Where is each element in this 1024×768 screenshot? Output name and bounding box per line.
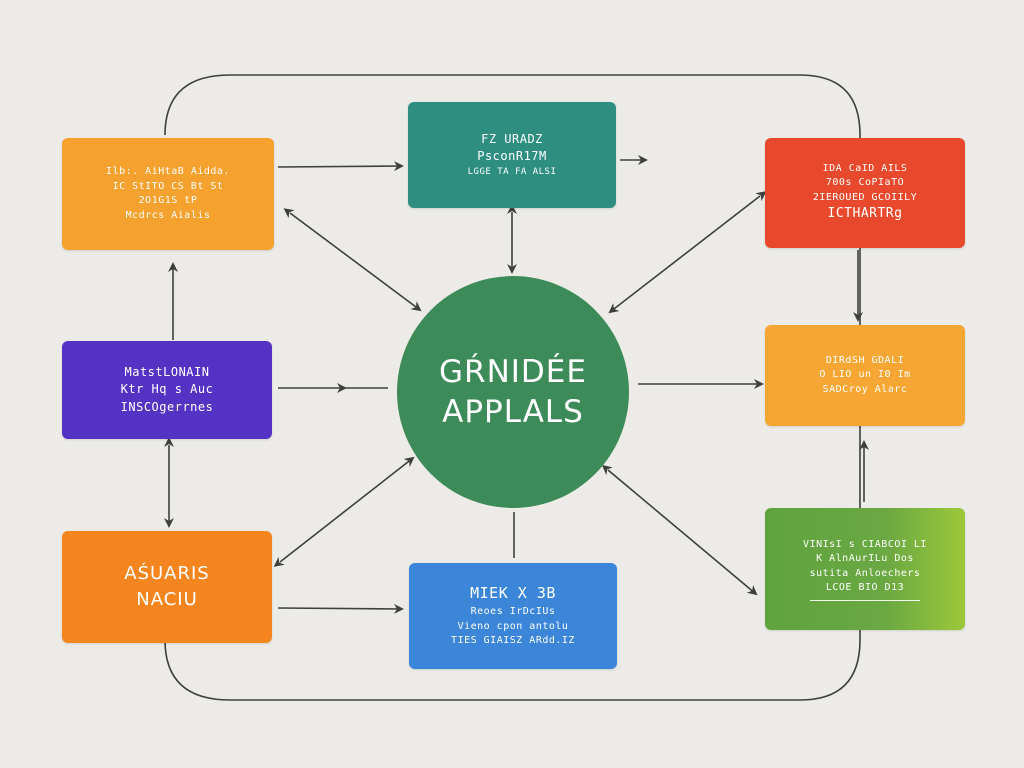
arrow-bottomleft-center [273,456,415,567]
node-line: Ktr Hq s Auc [120,382,214,397]
node-line: NACIU [136,589,198,610]
node-line: DIRdSH GDALI [825,354,905,366]
node-line: sutita Anloechers [809,567,921,579]
node-line: INSCOgerrnes [120,399,214,414]
arrow-center-bottomright [601,464,758,596]
node-top-right: IDA CaID AILS 700s CoPIaTO 2IEROUED GCOI… [765,138,965,248]
node-line: SADCroy Alarc [822,383,908,395]
node-line: LGGE TA FA ALSI [467,166,557,177]
node-line: 700s CoPIaTO [825,177,905,189]
node-bottom-left: AŚUARIS NACIU [62,531,272,643]
center-node-line: GŔNIDÉE [439,353,587,390]
node-line: Ilb:. AiHtaB Aidda. [106,166,230,177]
node-line: AŚUARIS [124,562,210,584]
node-line: O LIO un I0 Im [819,369,911,381]
node-top-center: FZ URADZ PsconR17M LGGE TA FA ALSI [408,102,616,208]
node-line: Vieno cpon antolu [457,620,569,632]
node-bottom-right: VINIsI s CIABCOI LI K AlnAurILu Dos suti… [765,508,965,630]
node-line: 2IEROUED GCOIILY [812,191,918,203]
arrow-topleft-center [283,208,422,312]
node-line: IDA CaID AILS [822,162,908,174]
node-underline [810,599,920,601]
node-line: VINIsI s CIABCOI LI [803,538,927,550]
node-line: MIEK X 3B [470,584,556,603]
node-line: 2O1G1S tP [138,195,198,206]
node-line: LCOE BIO D13 [825,582,905,593]
node-line: ICTHARTRg [827,206,903,222]
node-top-left: Ilb:. AiHtaB Aidda. IC StITO CS Bt St 2O… [62,138,274,250]
node-mid-left: MatstLONAIN Ktr Hq s Auc INSCOgerrnes [62,341,272,439]
node-line: Reoes IrDcIUs [470,606,556,618]
arrow-bottomleft-to-bottomcenter [277,603,404,614]
arrow-topleft-to-topcenter [277,161,404,172]
node-line: K AlnAurILu Dos [816,553,914,564]
node-line: MatstLONAIN [124,364,210,379]
node-line: Mcdrcs Aialis [125,209,211,221]
arrow-topright-center [608,191,767,314]
center-node-line: APPLALS [442,394,584,430]
node-line: PsconR17M [477,149,547,164]
node-line: TIES GIAISZ ARdd.IZ [451,635,575,647]
node-line: FZ URADZ [481,132,543,147]
node-mid-right: DIRdSH GDALI O LIO un I0 Im SADCroy Alar… [765,325,965,426]
center-node: GŔNIDÉE APPLALS [397,276,629,508]
node-bottom-center: MIEK X 3B Reoes IrDcIUs Vieno cpon antol… [409,563,617,669]
node-line: IC StITO CS Bt St [112,180,224,192]
